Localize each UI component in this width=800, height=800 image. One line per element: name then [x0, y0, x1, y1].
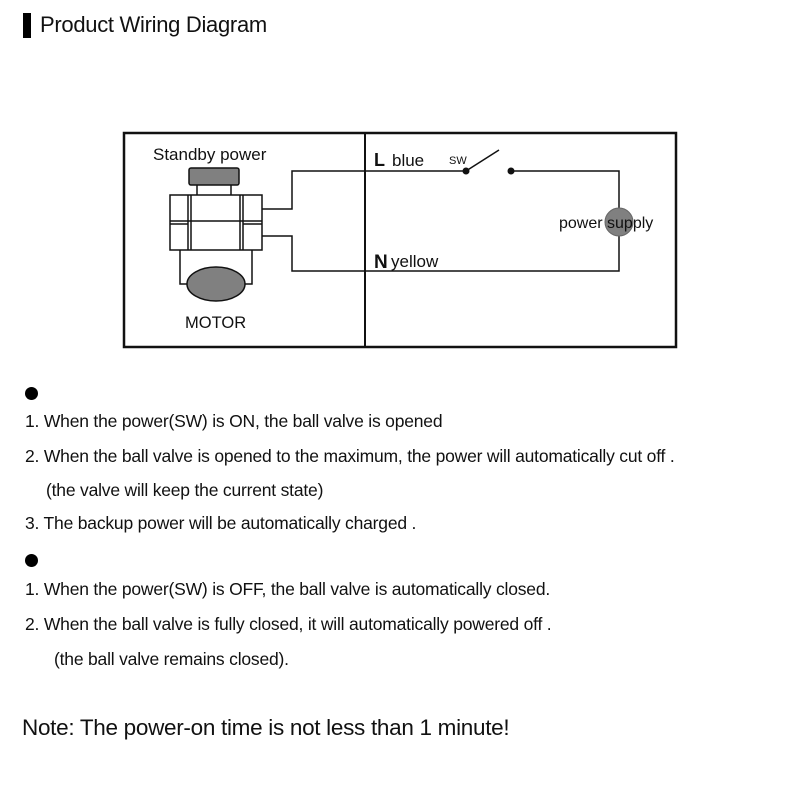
ball-valve-icon — [169, 167, 263, 302]
off-step-2: 2. When the ball valve is fully closed, … — [25, 614, 552, 634]
page-title: Product Wiring Diagram — [40, 12, 267, 37]
on-step-2: 2. When the ball valve is opened to the … — [25, 446, 675, 466]
n-wire-color-label: yellow — [391, 252, 439, 271]
wiring-diagram: Standby power MOTOR L blue SW power supp… — [122, 131, 678, 349]
on-step-3: 3. The backup power will be automaticall… — [25, 513, 417, 533]
section-bullet-off — [25, 554, 38, 567]
standby-battery-icon — [188, 167, 240, 186]
motor-icon — [186, 266, 246, 302]
l-terminal-label: L — [374, 150, 385, 170]
title-marker — [23, 13, 31, 38]
off-step-1: 1. When the power(SW) is OFF, the ball v… — [25, 579, 551, 599]
power-supply-icon — [604, 207, 634, 237]
switch-icon[interactable] — [462, 149, 515, 175]
on-step-1: 1. When the power(SW) is ON, the ball va… — [25, 411, 443, 431]
standby-power-label: Standby power — [153, 145, 267, 164]
wire-l-internal — [262, 170, 365, 210]
n-terminal-label: N — [374, 252, 388, 273]
valve-body — [169, 194, 263, 251]
power-on-note: Note: The power-on time is not less than… — [22, 715, 510, 740]
switch-label: SW — [449, 155, 467, 167]
motor-label: MOTOR — [185, 314, 246, 332]
diagram-frame — [122, 131, 678, 349]
power-supply-label: power supply — [559, 215, 653, 232]
off-step-2-note: (the ball valve remains closed). — [54, 649, 289, 669]
l-wire-color-label: blue — [392, 151, 424, 170]
section-bullet-on — [25, 387, 38, 400]
wire-n-internal — [262, 235, 365, 272]
on-step-2-note: (the valve will keep the current state) — [46, 480, 324, 500]
